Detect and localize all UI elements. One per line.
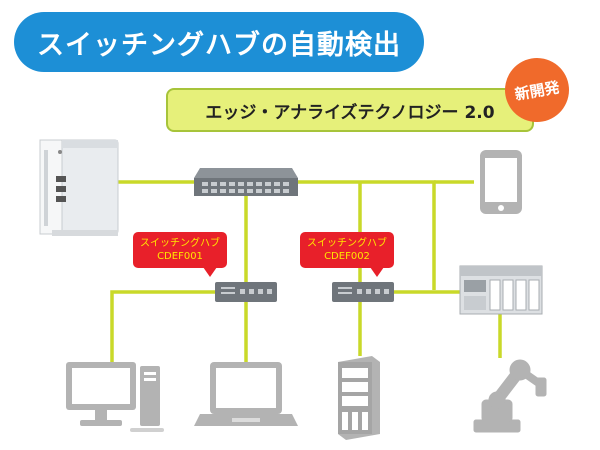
smartphone-icon — [480, 150, 522, 214]
desktop-pc-icon — [66, 362, 164, 432]
switching-hub-icon-2 — [332, 282, 394, 302]
tower-server-icon — [338, 356, 380, 440]
hub-callout-1: スイッチングハブ CDEF001 — [133, 232, 227, 277]
hub-callout-2-id: CDEF002 — [324, 251, 370, 262]
network-lines — [110, 180, 502, 362]
hub-callout-1-id: CDEF001 — [157, 251, 203, 262]
laptop-icon — [194, 362, 298, 426]
main-switch-icon — [194, 168, 298, 196]
switching-hub-icon-1 — [215, 282, 277, 302]
line-hub1-left — [110, 290, 222, 362]
diagram-title: スイッチングハブの自動検出 — [14, 12, 424, 72]
hub-callout-1-label: スイッチングハブ — [140, 238, 220, 249]
plc-controller-icon — [459, 265, 543, 315]
hub-callout-2: スイッチングハブ CDEF002 — [300, 232, 394, 277]
robot-arm-icon — [473, 359, 547, 433]
hub-callout-2-label: スイッチングハブ — [307, 238, 387, 249]
technology-subtitle: エッジ・アナライズテクノロジー 2.0 — [166, 88, 534, 132]
server-appliance-icon — [39, 139, 119, 236]
